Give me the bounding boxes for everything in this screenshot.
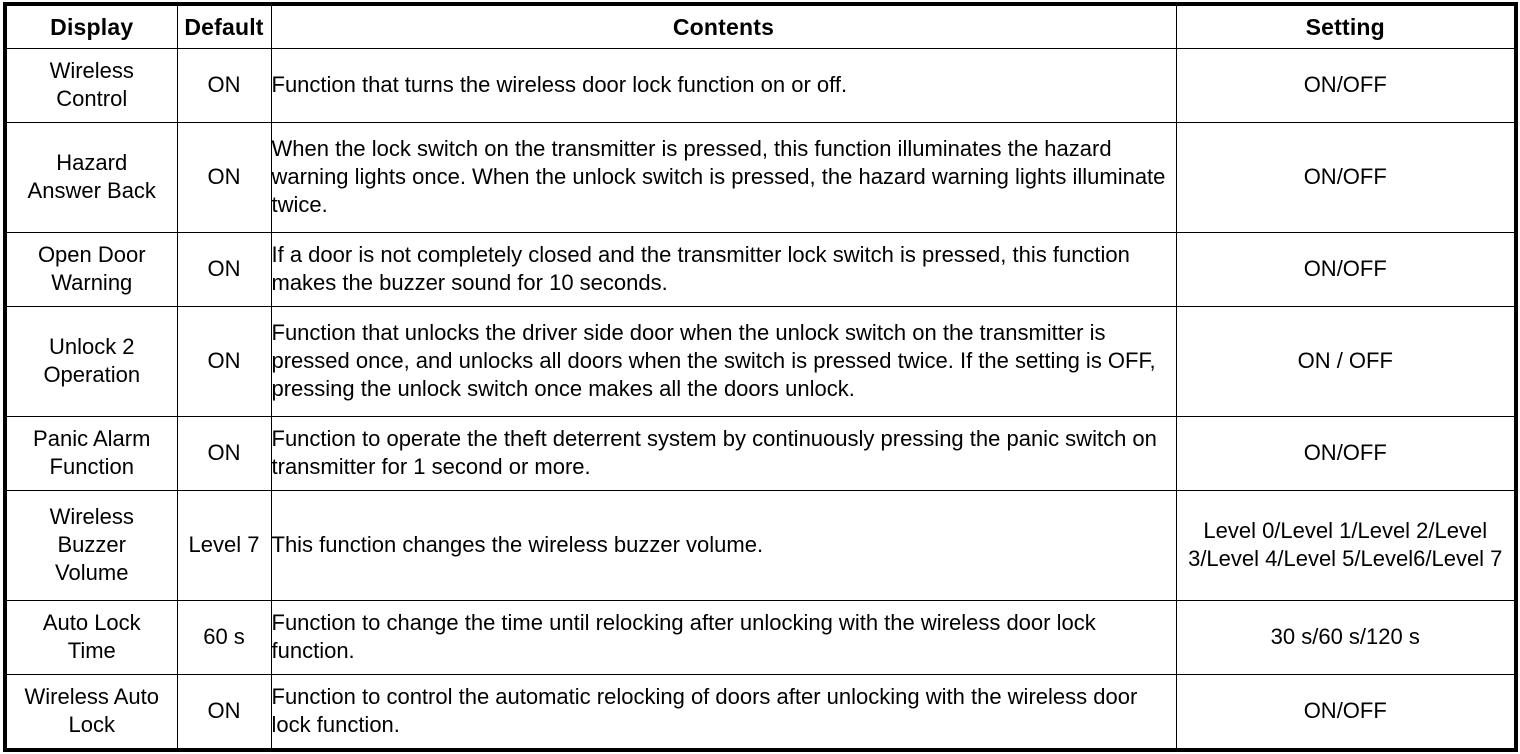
default-value: ON [207, 164, 241, 190]
header-row: Display Default Contents Setting [4, 3, 1517, 49]
setting-options: Level 0/Level 1/Level 2/Level 3/Level 4/… [1188, 518, 1503, 572]
contents-text: Function to change the time until relock… [271, 610, 1096, 664]
cell-display: Wireless Auto Lock [4, 673, 178, 751]
cell-default: ON [176, 415, 272, 491]
cell-display: Panic Alarm Function [4, 415, 178, 491]
cell-contents: Function to operate the theft deterrent … [270, 415, 1177, 491]
setting-options: ON/OFF [1303, 440, 1387, 466]
cell-default: Level 7 [176, 489, 272, 601]
setting-options: ON/OFF [1303, 698, 1387, 724]
cell-contents: Function that unlocks the driver side do… [270, 305, 1177, 417]
cell-display: Wireless Buzzer Volume [4, 489, 178, 601]
cell-default: ON [176, 231, 272, 307]
cell-setting: ON/OFF [1175, 231, 1517, 307]
cell-default: ON [176, 673, 272, 751]
cell-setting: ON / OFF [1175, 305, 1517, 417]
cell-setting: 30 s/60 s/120 s [1175, 599, 1517, 675]
display-name: Wireless Control [49, 58, 134, 112]
display-name: Hazard Answer Back [27, 150, 156, 204]
display-name: Open Door Warning [37, 242, 146, 296]
contents-text: This function changes the wireless buzze… [271, 532, 764, 558]
default-value: Level 7 [188, 532, 260, 558]
setting-options: ON/OFF [1303, 164, 1387, 190]
cell-contents: Function to control the automatic relock… [270, 673, 1177, 751]
default-value: ON [207, 440, 241, 466]
cell-contents: This function changes the wireless buzze… [270, 489, 1177, 601]
cell-contents: When the lock switch on the transmitter … [270, 121, 1177, 233]
contents-text: Function that unlocks the driver side do… [271, 320, 1156, 402]
cell-display: Hazard Answer Back [4, 121, 178, 233]
table-row: Hazard Answer Back ON When the lock swit… [4, 121, 1517, 233]
wireless-door-lock-settings-table: Display Default Contents Setting Wireles… [3, 2, 1518, 752]
table-row: Wireless Auto Lock ON Function to contro… [4, 673, 1517, 751]
contents-text: When the lock switch on the transmitter … [271, 136, 1166, 218]
column-header-display: Display [4, 3, 178, 49]
default-value: ON [207, 348, 241, 374]
table-row: Wireless Control ON Function that turns … [4, 48, 1517, 123]
column-header-setting: Setting [1175, 3, 1517, 49]
contents-text: Function to control the automatic relock… [271, 684, 1138, 738]
cell-display: Unlock 2 Operation [4, 305, 178, 417]
cell-display: Auto Lock Time [4, 599, 178, 675]
contents-text: If a door is not completely closed and t… [271, 242, 1130, 296]
cell-default: 60 s [176, 599, 272, 675]
default-value: ON [207, 698, 241, 724]
cell-setting: ON/OFF [1175, 673, 1517, 751]
cell-display: Wireless Control [4, 48, 178, 123]
default-value: ON [207, 72, 241, 98]
cell-setting: ON/OFF [1175, 48, 1517, 123]
cell-default: ON [176, 48, 272, 123]
column-header-default: Default [176, 3, 272, 49]
display-name: Auto Lock Time [42, 610, 141, 664]
contents-text: Function to operate the theft deterrent … [271, 426, 1157, 480]
table-body: Wireless Control ON Function that turns … [4, 48, 1517, 751]
default-value: ON [207, 256, 241, 282]
table-row: Auto Lock Time 60 s Function to change t… [4, 599, 1517, 675]
default-value: 60 s [203, 624, 245, 650]
cell-contents: If a door is not completely closed and t… [270, 231, 1177, 307]
setting-options: 30 s/60 s/120 s [1270, 624, 1420, 650]
display-name: Wireless Auto Lock [24, 684, 160, 738]
setting-options: ON/OFF [1303, 72, 1387, 98]
contents-text: Function that turns the wireless door lo… [271, 72, 848, 98]
cell-display: Open Door Warning [4, 231, 178, 307]
cell-setting: ON/OFF [1175, 121, 1517, 233]
cell-contents: Function that turns the wireless door lo… [270, 48, 1177, 123]
table-row: Panic Alarm Function ON Function to oper… [4, 415, 1517, 491]
display-name: Wireless Buzzer Volume [49, 504, 134, 586]
setting-options: ON / OFF [1297, 348, 1393, 374]
cell-default: ON [176, 305, 272, 417]
cell-setting: Level 0/Level 1/Level 2/Level 3/Level 4/… [1175, 489, 1517, 601]
cell-contents: Function to change the time until relock… [270, 599, 1177, 675]
table-row: Wireless Buzzer Volume Level 7 This func… [4, 489, 1517, 601]
display-name: Panic Alarm Function [33, 426, 151, 480]
display-name: Unlock 2 Operation [43, 334, 141, 388]
table-row: Unlock 2 Operation ON Function that unlo… [4, 305, 1517, 417]
table-row: Open Door Warning ON If a door is not co… [4, 231, 1517, 307]
setting-options: ON/OFF [1303, 256, 1387, 282]
table-header: Display Default Contents Setting [4, 3, 1517, 49]
cell-default: ON [176, 121, 272, 233]
column-header-contents: Contents [270, 3, 1177, 49]
cell-setting: ON/OFF [1175, 415, 1517, 491]
